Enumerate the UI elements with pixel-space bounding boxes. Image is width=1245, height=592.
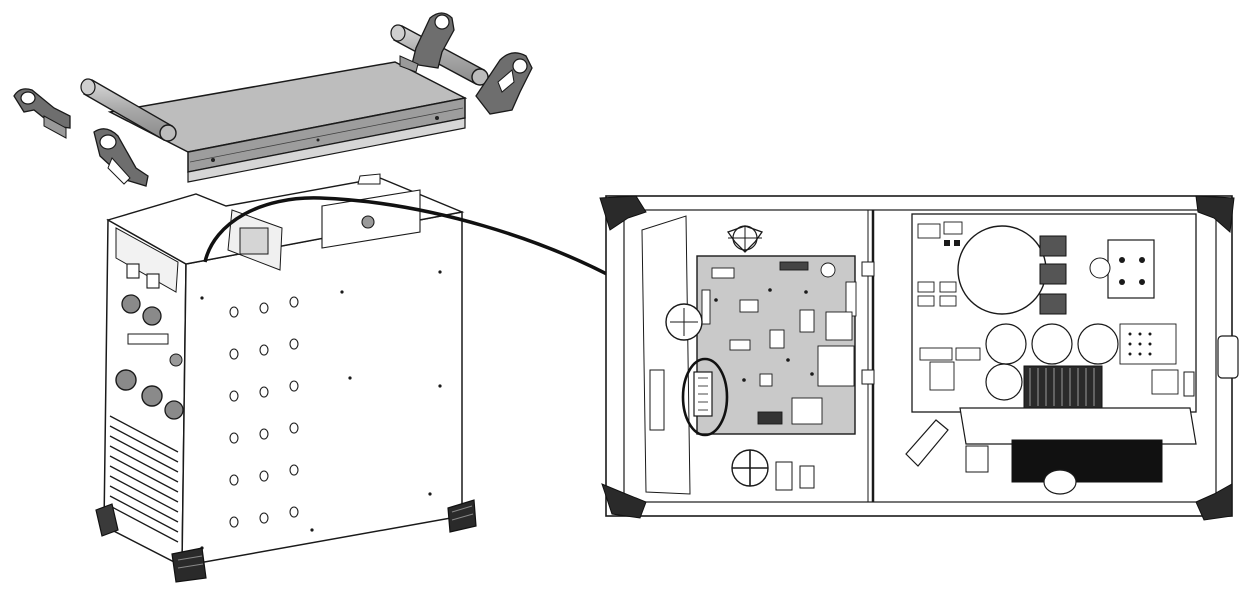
chassis-side-panel (181, 211, 463, 567)
front-grille (109, 415, 179, 543)
corner-bracket-icon (475, 52, 533, 115)
lid-bottom-lip (187, 117, 466, 183)
corner-bracket-icon (399, 12, 455, 73)
corner-bracket-icon (13, 88, 71, 139)
side-panel-holes (229, 296, 299, 528)
lid-assembly (13, 12, 533, 187)
highlight-ellipse-icon (681, 357, 729, 437)
open-unit-view (599, 195, 1239, 521)
chassis-foot (95, 499, 477, 583)
welder-chassis-icon (95, 173, 477, 583)
arrow-icon (203, 196, 623, 284)
corner-bracket-icon (93, 128, 149, 187)
heatsink-icon (1023, 365, 1103, 409)
